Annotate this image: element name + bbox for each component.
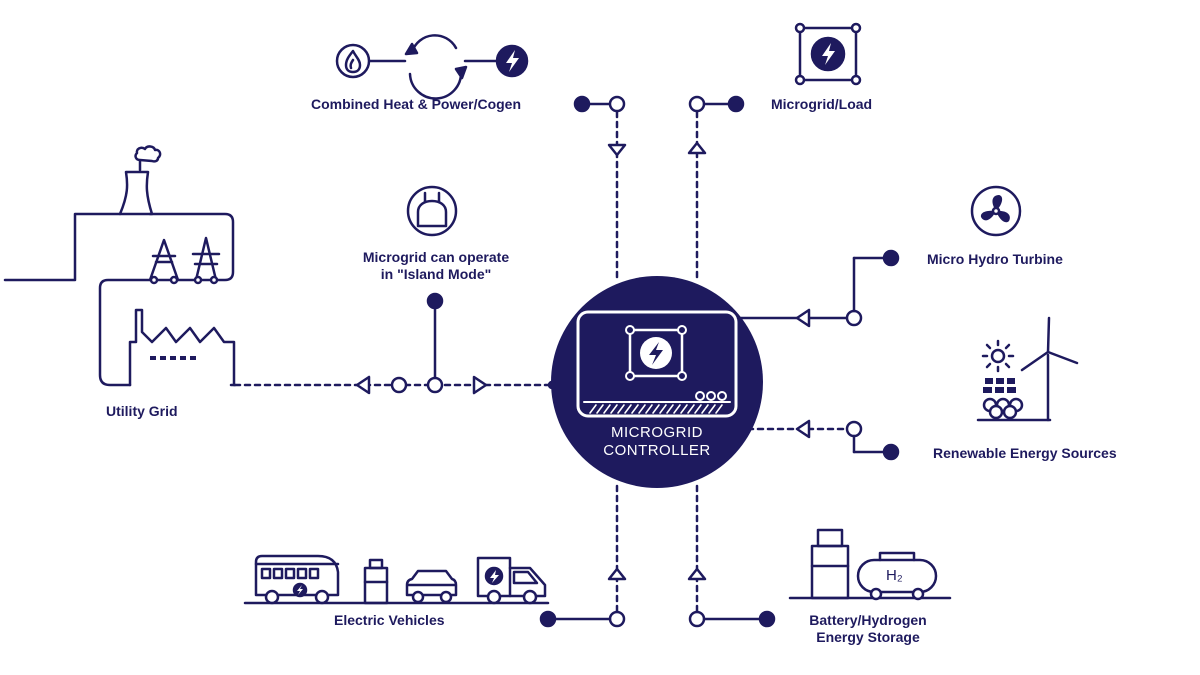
micro-hydro-label: Micro Hydro Turbine (927, 251, 1063, 267)
truck-icon (476, 556, 547, 605)
hydro-connector (795, 249, 900, 328)
transmission-tower-icon (148, 236, 221, 285)
battery-charger-icon (363, 558, 389, 605)
storage-label-line2: Energy Storage (816, 629, 920, 645)
load-connector (687, 95, 745, 155)
dashed-connections (233, 110, 850, 614)
controller-lightning-icon (625, 325, 687, 381)
controller-label: MICROGRID CONTROLLER (587, 424, 727, 460)
island-mode-line1: Microgrid can operate (362, 249, 510, 265)
flame-icon (335, 43, 371, 79)
fan-turbine-icon (970, 185, 1022, 237)
renewable-connector (795, 419, 900, 461)
h2-label: H₂ (886, 567, 903, 584)
cycle-arrows-icon (404, 34, 468, 100)
storage-label: Battery/Hydrogen Energy Storage (786, 612, 950, 646)
car-icon (405, 569, 458, 604)
ev-connector (539, 567, 627, 628)
sun-icon (981, 339, 1015, 373)
bus-icon (254, 554, 340, 605)
controller-label-line1: MICROGRID (611, 424, 703, 441)
microgrid-controller (551, 276, 763, 488)
chp-label: Combined Heat & Power/Cogen (311, 96, 522, 112)
hydrogen-tank-icon (856, 551, 938, 601)
power-plug-icon (406, 185, 458, 237)
chp-connector (573, 95, 627, 157)
utility-grid-label: Utility Grid (106, 403, 178, 419)
lightning-icon (495, 44, 529, 78)
island-connector (355, 292, 557, 395)
load-frame-icon (794, 22, 862, 86)
electric-vehicles-label: Electric Vehicles (334, 612, 445, 628)
battery-icon (810, 528, 850, 600)
wind-turbine-icon (1020, 316, 1079, 422)
island-mode-line2: in "Island Mode" (380, 266, 492, 282)
solar-panel-icon (976, 378, 1052, 422)
storage-label-line1: Battery/Hydrogen (809, 612, 927, 628)
factory-icon (128, 308, 236, 387)
storage-connector (687, 567, 776, 628)
renewable-label: Renewable Energy Sources (933, 445, 1117, 461)
microgrid-load-label: Microgrid/Load (771, 96, 873, 112)
power-plant-icon (118, 145, 162, 216)
utility-grid-network (3, 212, 237, 387)
island-mode-label: Microgrid can operate in "Island Mode" (352, 249, 520, 283)
controller-label-line2: CONTROLLER (603, 442, 711, 459)
